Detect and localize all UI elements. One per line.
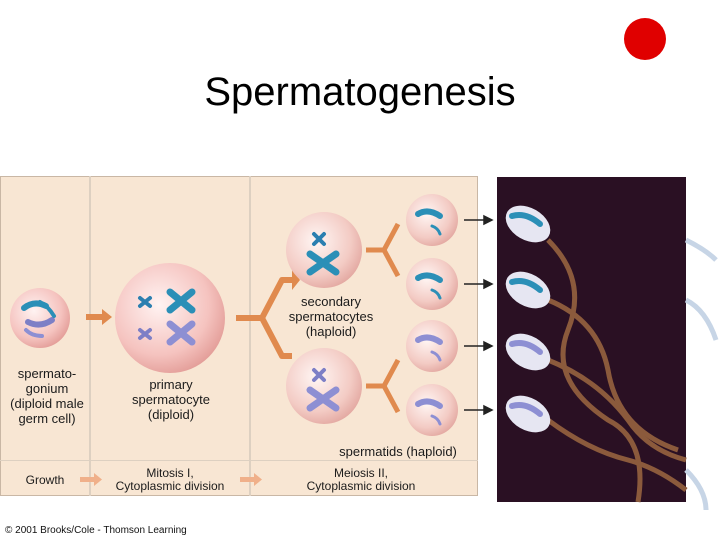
spermatogonium-label: spermato- gonium (diploid male germ cell… <box>10 366 84 426</box>
spermatid-cell <box>406 384 458 436</box>
diagram-panel <box>0 176 478 496</box>
meiosis-ii-arrow <box>366 222 401 414</box>
secondary-spermatocyte-cell <box>286 212 362 288</box>
spermatid-cell <box>406 194 458 246</box>
meiosis-i-arrow <box>236 270 300 359</box>
stage-arrow <box>240 473 262 486</box>
spermatids-label: spermatids (haploid) <box>339 444 457 459</box>
stage-arrow <box>80 473 102 486</box>
spermatid-cell <box>406 258 458 310</box>
secondary-spermatocytes-label: secondary spermatocytes (haploid) <box>288 294 374 339</box>
copyright-text: © 2001 Brooks/Cole - Thomson Learning <box>5 525 187 536</box>
stage-mitosis-label: Mitosis I, Cytoplasmic division <box>115 466 225 493</box>
stage-meiosis-label: Meiosis II, Cytoplasmic division <box>306 466 416 493</box>
column-divider <box>249 176 251 496</box>
spermatogonium-cell <box>10 288 70 348</box>
slide-title: Spermatogenesis <box>204 70 516 114</box>
sperm-tails-outside <box>684 237 719 511</box>
spermatid-pointer-arrows <box>464 214 494 416</box>
stage-row-divider <box>0 460 478 461</box>
spermatid-cell <box>406 320 458 372</box>
primary-spermatocyte-label: primary spermatocyte (diploid) <box>131 377 211 422</box>
red-dot <box>624 18 666 60</box>
primary-spermatocyte-cell <box>115 263 225 373</box>
column-divider <box>89 176 91 496</box>
stage-growth-label: Growth <box>25 473 65 487</box>
secondary-spermatocyte-cell <box>286 348 362 424</box>
sperm-micrograph <box>497 177 688 503</box>
growth-arrow <box>86 309 112 325</box>
